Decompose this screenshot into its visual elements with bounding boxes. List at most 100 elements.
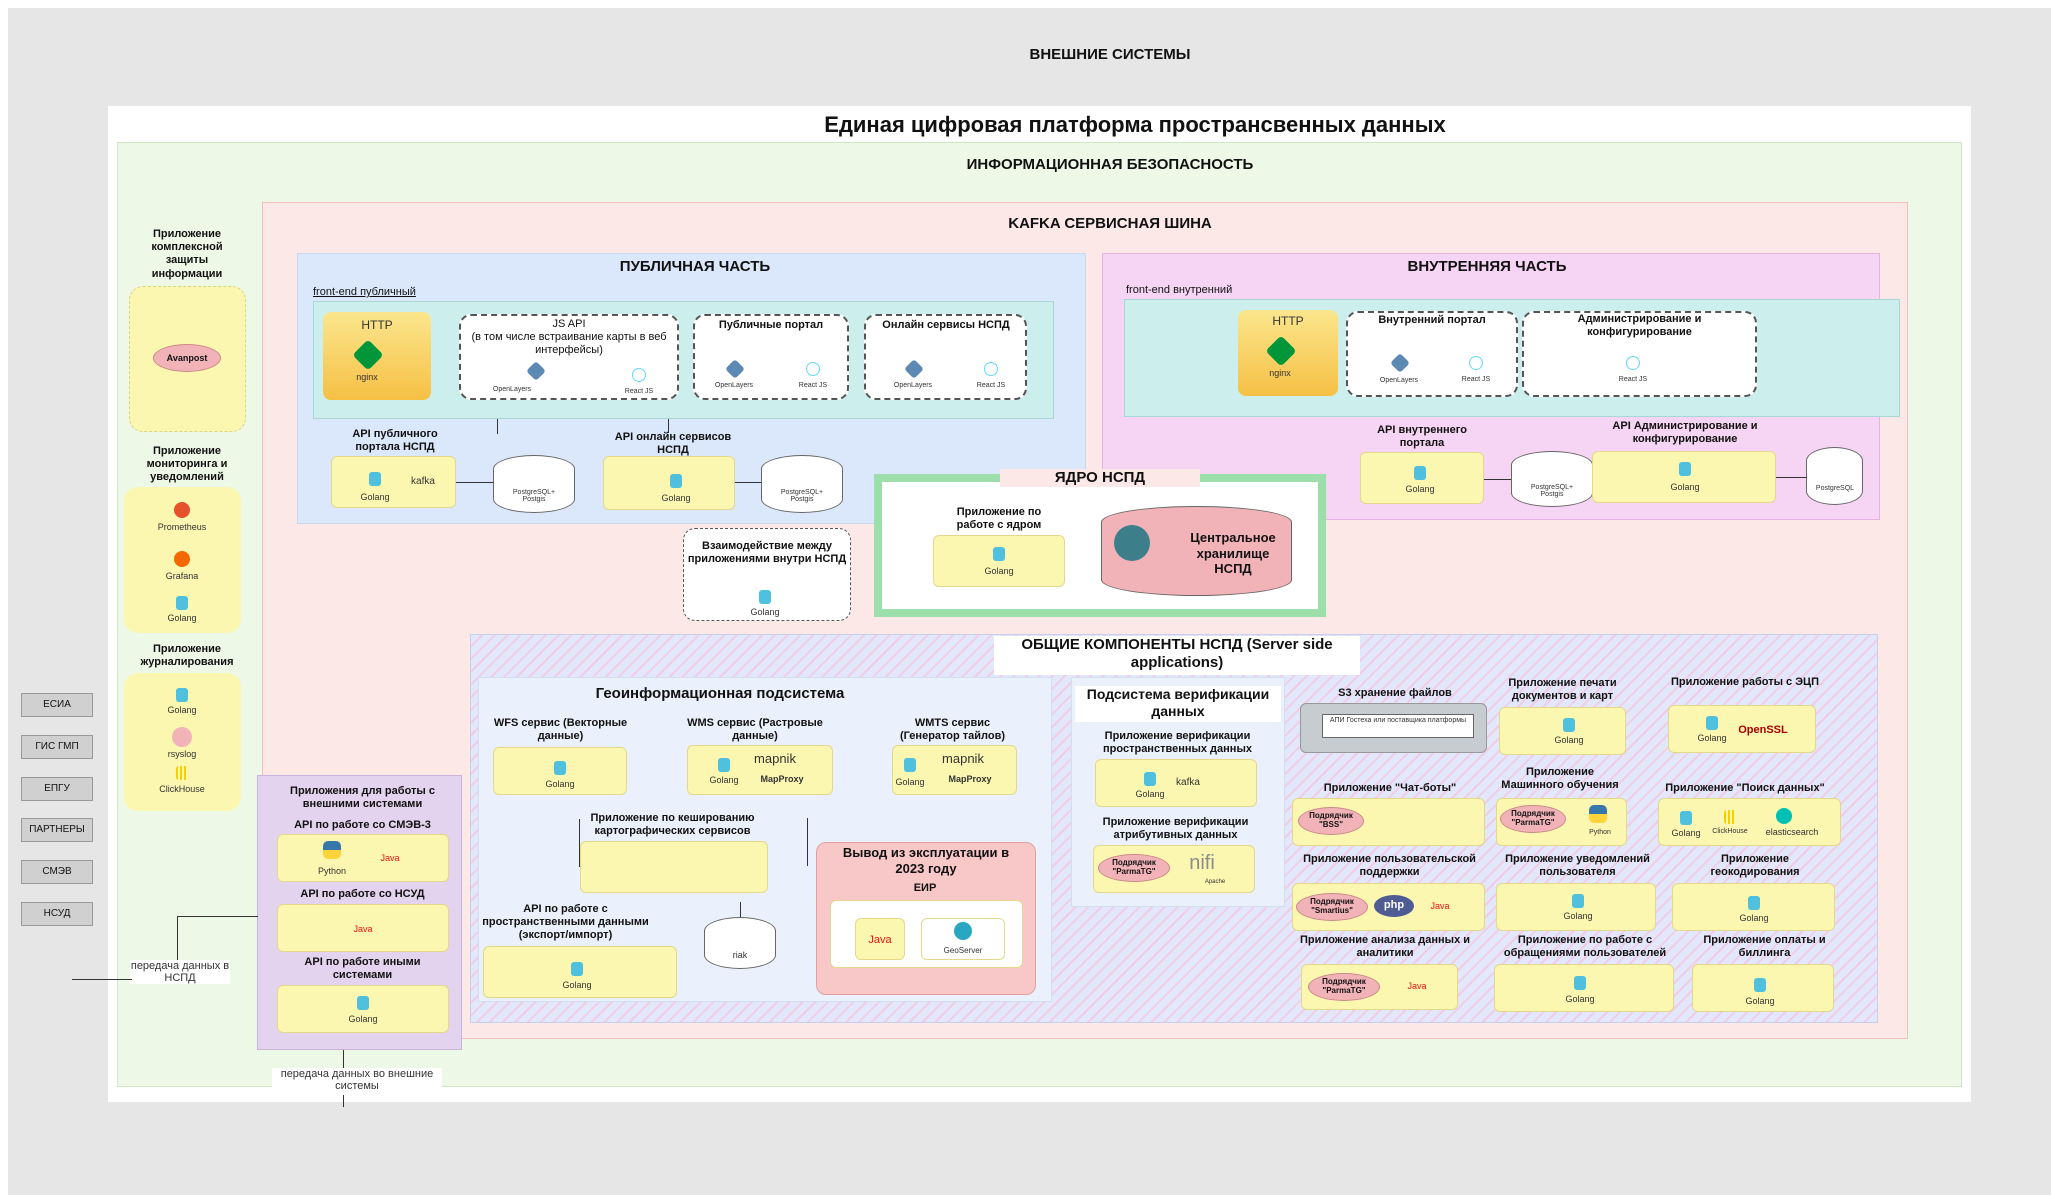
java-label: Java (380, 853, 400, 863)
golang-label: Golang (348, 1014, 378, 1024)
golang-icon (1679, 462, 1691, 476)
kafka-label: kafka (1176, 777, 1200, 788)
api-admin-title: API Администрирование и конфигурирование (1612, 420, 1758, 446)
arrow-to-ext-bottom (343, 1095, 344, 1107)
admin-box (1522, 311, 1757, 397)
prometheus-label: Prometheus (157, 522, 207, 532)
wmts-title: WMTS сервис (Генератор тайлов) (899, 717, 1006, 743)
decom-title: Вывод из эксплуатации в 2023 году (842, 845, 1010, 876)
prometheus-icon (174, 502, 190, 518)
pubportal-title: Публичные портал (718, 319, 824, 331)
public-title: ПУБЛИЧНАЯ ЧАСТЬ (619, 258, 771, 275)
python-label: Python (317, 866, 347, 876)
api-online-title: API онлайн сервисов НСПД (614, 431, 732, 457)
openlayers-label: OpenLayers (714, 382, 754, 389)
ecp-title: Приложение работы с ЭЦП (1670, 676, 1819, 688)
print-box (1499, 707, 1626, 755)
system-nsud[interactable]: НСУД (21, 902, 93, 926)
golang-icon (1680, 811, 1692, 825)
central-storage-title: Центральное хранилище НСПД (1190, 530, 1276, 577)
verif-attr-title: Приложение верификации атрибутивных данн… (1102, 816, 1249, 842)
online-services-title: Онлайн сервисы НСПД (882, 319, 1010, 331)
core-app-box (933, 535, 1065, 587)
golang-icon (176, 596, 188, 610)
system-partners[interactable]: ПАРТНЕРЫ (21, 818, 93, 842)
react-label: React JS (1618, 376, 1648, 383)
openlayers-label: OpenLayers (893, 382, 933, 389)
golang-label: Golang (1697, 733, 1727, 743)
golang-icon (1144, 772, 1156, 786)
python-icon (323, 841, 341, 859)
ml-title: Приложение Машинного обучения (1501, 766, 1619, 792)
s3-api-box: АПИ Гостеха или поставщика платформы (1322, 714, 1474, 738)
core-title: ЯДРО НСПД (1000, 469, 1200, 487)
print-title: Приложение печати документов и карт (1508, 677, 1617, 703)
pg-db-online (761, 455, 843, 513)
export-title: API по работе с пространственными данным… (482, 903, 649, 942)
jsapi-title: JS API (в том числе встраивание карты в … (471, 318, 667, 357)
connector (456, 482, 493, 483)
golang-label: Golang (545, 779, 575, 789)
react-label: React JS (624, 388, 654, 395)
api-online-box (603, 456, 735, 510)
support-title: Приложение пользовательской поддержки (1303, 853, 1476, 879)
golang-label: Golang (1670, 482, 1700, 492)
common-title: ОБЩИЕ КОМПОНЕНТЫ НСПД (Server side appli… (994, 636, 1360, 675)
ext-systems-apps-title: Приложения для работы с внешними система… (290, 785, 435, 811)
cache-box (580, 841, 768, 893)
protect-app-title: Приложение комплексной защиты информации (151, 228, 223, 280)
system-esia[interactable]: ЕСИА (21, 693, 93, 717)
pgsql-db (1806, 447, 1863, 505)
golang-icon (670, 474, 682, 488)
nginx-label: nginx (356, 372, 378, 382)
clickhouse-label: ClickHouse (159, 784, 205, 794)
parma-contractor: Подрядчик "ParmaTG" (1098, 854, 1170, 882)
golang-label: Golang (167, 613, 197, 623)
pg-label: PostgreSQL+ Postgis (1530, 484, 1574, 498)
system-gis-gmp[interactable]: ГИС ГМП (21, 735, 93, 759)
wms-title: WMS сервис (Растровые данные) (687, 717, 823, 743)
to-ext-label: передача данных во внешние системы (272, 1068, 442, 1092)
kafka-title: KAFKA СЕРВИСНАЯ ШИНА (1008, 215, 1212, 232)
smev-api-box (277, 834, 449, 882)
arrow-to-nspd (72, 979, 132, 980)
nifi-label: nifi (1189, 852, 1215, 874)
smev-api-title: API по работе со СМЭВ-3 (294, 819, 431, 831)
int-portal-title: Внутренний портал (1378, 314, 1486, 326)
golang-icon (357, 996, 369, 1010)
system-epgu[interactable]: ЕПГУ (21, 777, 93, 801)
clickhouse-icon (176, 766, 188, 780)
api-public-title: API публичного портала НСПД (352, 428, 438, 454)
riak-label: riak (732, 950, 748, 960)
golang-icon (1572, 894, 1584, 908)
riak-db (704, 917, 776, 969)
clickhouse-label: ClickHouse (1712, 828, 1748, 835)
golang-label: Golang (360, 492, 390, 502)
java-label: Java (353, 924, 373, 934)
connector (740, 902, 741, 917)
platform-title: Единая цифровая платформа пространсвенны… (824, 112, 1446, 137)
react-icon (1469, 356, 1483, 370)
java-label: Java (1407, 981, 1427, 991)
internal-title: ВНУТРЕННЯЯ ЧАСТЬ (1407, 258, 1567, 275)
golang-label: Golang (750, 607, 780, 617)
http-label: HTTP (361, 318, 393, 332)
golang-icon (1748, 896, 1760, 910)
ext-systems-title: ВНЕШНИЕ СИСТЕМЫ (1029, 46, 1191, 63)
golang-label: Golang (1671, 828, 1701, 838)
openlayers-label: OpenLayers (492, 386, 532, 393)
smartius-contractor: Подрядчик "Smartius" (1296, 893, 1368, 921)
verif-sp-title: Приложение верификации пространственных … (1103, 730, 1252, 756)
rsyslog-icon (172, 727, 192, 747)
pg-label: PostgreSQL+ Postgis (780, 489, 824, 503)
golang-icon (718, 758, 730, 772)
golang-icon (1706, 716, 1718, 730)
system-smev[interactable]: СМЭВ (21, 860, 93, 884)
pg-db-public (493, 455, 575, 513)
api-int-title: API внутреннего портала (1377, 424, 1467, 450)
api-public-box (331, 456, 456, 508)
gdal-icon (1114, 525, 1150, 561)
elastic-icon (1776, 808, 1792, 824)
golang-label: Golang (895, 777, 925, 787)
analytics-title: Приложение анализа данных и аналитики (1300, 934, 1471, 960)
